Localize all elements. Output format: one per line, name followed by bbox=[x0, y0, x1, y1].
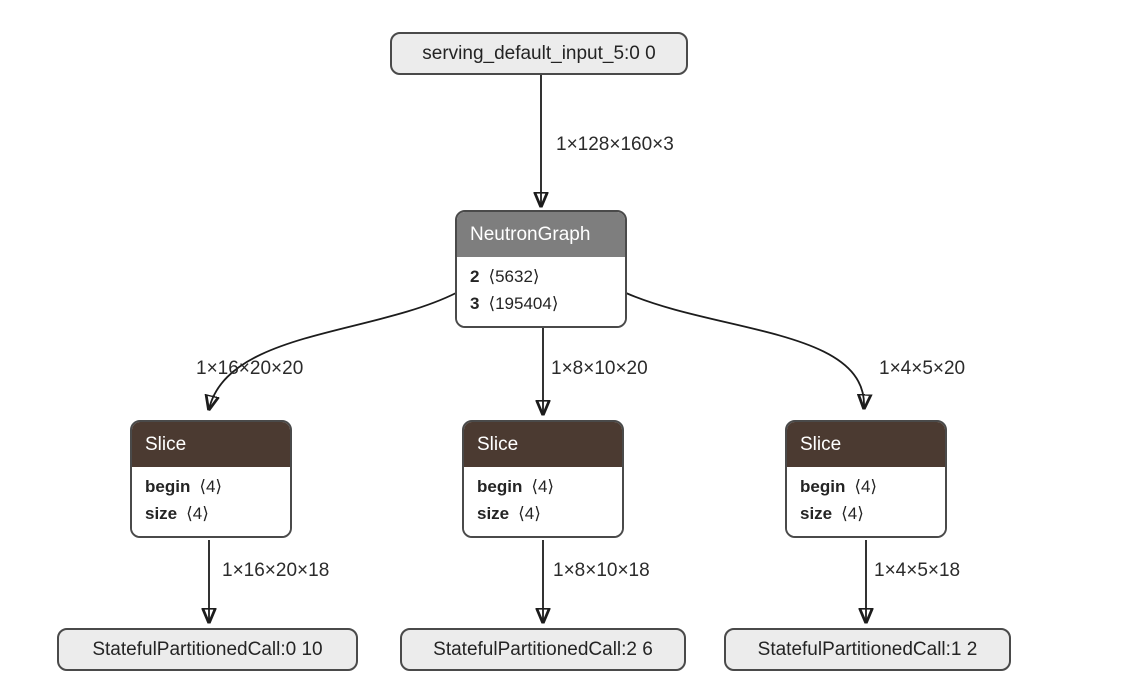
attr-row: begin ⟨4⟩ bbox=[145, 477, 277, 497]
attr-value: ⟨4⟩ bbox=[531, 477, 555, 496]
attr-name: size bbox=[145, 504, 178, 523]
node-neutrongraph-body: 2 ⟨5632⟩ 3 ⟨195404⟩ bbox=[457, 257, 625, 326]
attr-value: ⟨4⟩ bbox=[199, 477, 223, 496]
node-output-0[interactable]: StatefulPartitionedCall:0 10 bbox=[57, 628, 358, 671]
attr-row: size ⟨4⟩ bbox=[477, 504, 609, 524]
node-slice-0[interactable]: Slice begin ⟨4⟩ size ⟨4⟩ bbox=[130, 420, 292, 538]
node-input[interactable]: serving_default_input_5:0 0 bbox=[390, 32, 688, 75]
attr-row: 2 ⟨5632⟩ bbox=[470, 267, 612, 287]
edge-label-slice-0-in: 1×16×20×20 bbox=[196, 358, 304, 379]
node-neutrongraph-title: NeutronGraph bbox=[457, 212, 625, 257]
edge-label-slice-2-out: 1×4×5×18 bbox=[874, 560, 961, 581]
attr-value: ⟨4⟩ bbox=[518, 504, 541, 523]
node-slice-1[interactable]: Slice begin ⟨4⟩ size ⟨4⟩ bbox=[462, 420, 624, 538]
attr-row: begin ⟨4⟩ bbox=[477, 477, 609, 497]
attr-name: begin bbox=[800, 477, 846, 496]
node-output-label: StatefulPartitionedCall:2 6 bbox=[433, 638, 653, 660]
node-output-1[interactable]: StatefulPartitionedCall:2 6 bbox=[400, 628, 686, 671]
edge-label-slice-0-out: 1×16×20×18 bbox=[222, 560, 330, 581]
edge-label-slice-1-out: 1×8×10×18 bbox=[553, 560, 650, 581]
attr-name: begin bbox=[145, 477, 191, 496]
attr-name: 3 bbox=[470, 294, 480, 313]
attr-value: ⟨4⟩ bbox=[841, 504, 864, 523]
node-slice-body: begin ⟨4⟩ size ⟨4⟩ bbox=[464, 467, 622, 536]
attr-value: ⟨4⟩ bbox=[854, 477, 878, 496]
attr-name: size bbox=[800, 504, 833, 523]
node-slice-body: begin ⟨4⟩ size ⟨4⟩ bbox=[132, 467, 290, 536]
edge-label-slice-2-in: 1×4×5×20 bbox=[879, 358, 966, 379]
attr-row: begin ⟨4⟩ bbox=[800, 477, 932, 497]
node-slice-2[interactable]: Slice begin ⟨4⟩ size ⟨4⟩ bbox=[785, 420, 947, 538]
attr-value: ⟨5632⟩ bbox=[488, 267, 540, 286]
attr-value: ⟨195404⟩ bbox=[488, 294, 559, 313]
edge-graph-to-slice-0 bbox=[209, 292, 457, 409]
node-output-label: StatefulPartitionedCall:1 2 bbox=[757, 638, 978, 660]
node-input-label: serving_default_input_5:0 0 bbox=[422, 42, 656, 64]
edge-label-slice-1-in: 1×8×10×20 bbox=[551, 358, 648, 379]
attr-value: ⟨4⟩ bbox=[186, 504, 209, 523]
node-slice-body: begin ⟨4⟩ size ⟨4⟩ bbox=[787, 467, 945, 536]
node-neutrongraph[interactable]: NeutronGraph 2 ⟨5632⟩ 3 ⟨195404⟩ bbox=[455, 210, 627, 328]
attr-name: begin bbox=[477, 477, 523, 496]
node-output-2[interactable]: StatefulPartitionedCall:1 2 bbox=[724, 628, 1011, 671]
node-slice-title: Slice bbox=[464, 422, 622, 467]
attr-row: 3 ⟨195404⟩ bbox=[470, 294, 612, 314]
node-output-label: StatefulPartitionedCall:0 10 bbox=[92, 638, 323, 660]
attr-row: size ⟨4⟩ bbox=[800, 504, 932, 524]
attr-row: size ⟨4⟩ bbox=[145, 504, 277, 524]
edge-graph-to-slice-2 bbox=[625, 292, 864, 408]
edge-label-input-shape: 1×128×160×3 bbox=[556, 134, 674, 155]
attr-name: size bbox=[477, 504, 510, 523]
attr-name: 2 bbox=[470, 267, 480, 286]
node-slice-title: Slice bbox=[132, 422, 290, 467]
node-slice-title: Slice bbox=[787, 422, 945, 467]
